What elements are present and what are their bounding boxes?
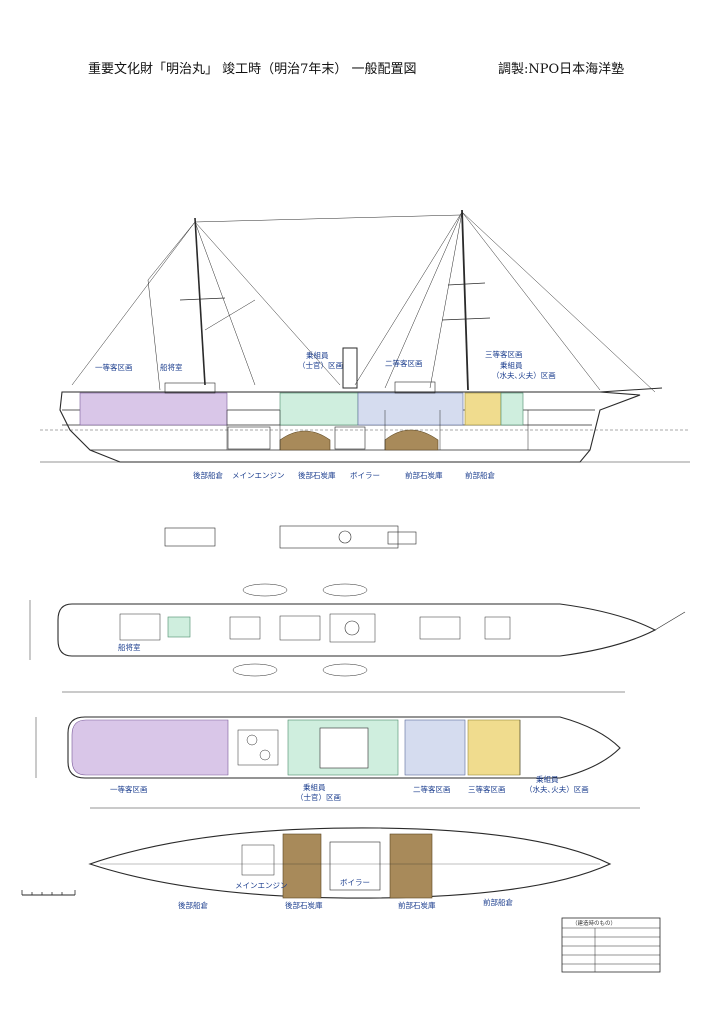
main-deck-labels: 一等客区画 乗組員 （士官）区画 二等客区画 三等客区画 乗組員 （水夫､火夫）… bbox=[110, 774, 589, 802]
label-crew-sailors-b: （水夫､火夫）区画 bbox=[492, 370, 556, 380]
label-hold-fwd-coal: 前部石炭庫 bbox=[398, 900, 436, 910]
scale-bar bbox=[21, 890, 76, 896]
label-aft-coal: 後部石炭庫 bbox=[298, 470, 336, 480]
label-hold-aft-hold: 後部船倉 bbox=[178, 900, 208, 910]
label-officer-room: 船将室 bbox=[160, 362, 183, 372]
label-crew-officers-a: 乗組員 bbox=[306, 350, 329, 360]
label-main-first-class: 一等客区画 bbox=[110, 784, 148, 794]
label-main-crew-sailors-a: 乗組員 bbox=[536, 774, 559, 784]
stamp-block bbox=[561, 917, 661, 973]
profile-labels: 一等客区画 船将室 乗組員 （士官）区画 二等客区画 三等客区画 乗組員 （水夫… bbox=[95, 349, 556, 480]
label-main-crew-officers-b: （士官）区画 bbox=[296, 792, 341, 802]
label-hold-main-engine: メインエンジン bbox=[235, 881, 288, 890]
label-upper-officer-room: 船将室 bbox=[118, 642, 141, 652]
deckhouse-plans bbox=[164, 525, 417, 549]
upper-deck-plan bbox=[29, 583, 686, 693]
hold-labels: メインエンジン ボイラー 後部船倉 後部石炭庫 前部石炭庫 前部船倉 bbox=[178, 878, 513, 910]
label-boiler: ボイラー bbox=[350, 471, 380, 480]
credit-text: 調製:NPO日本海洋塾 bbox=[498, 62, 625, 77]
label-hold-aft-coal: 後部石炭庫 bbox=[285, 900, 323, 910]
label-crew-officers-b: （士官）区画 bbox=[298, 360, 343, 370]
label-main-crew-officers-a: 乗組員 bbox=[303, 782, 326, 792]
label-main-third-class: 三等客区画 bbox=[468, 784, 506, 794]
mizzen-mast bbox=[194, 217, 206, 386]
main-deck-plan bbox=[35, 716, 621, 779]
funnel bbox=[342, 347, 358, 389]
page-title: 重要文化財「明治丸」 竣工時（明治7年末） 一般配置図 bbox=[88, 62, 417, 77]
label-fwd-hold: 前部船倉 bbox=[465, 470, 495, 480]
label-main-second-class: 二等客区画 bbox=[413, 784, 451, 794]
label-fwd-coal: 前部石炭庫 bbox=[405, 470, 443, 480]
label-main-engine: メインエンジン bbox=[232, 471, 285, 480]
label-second-class: 二等客区画 bbox=[385, 358, 423, 368]
label-hold-boiler: ボイラー bbox=[340, 878, 370, 887]
label-main-crew-sailors-b: （水夫､火夫）区画 bbox=[525, 784, 589, 794]
profile-view bbox=[40, 209, 690, 463]
fore-mast bbox=[461, 209, 469, 391]
label-hold-fwd-hold: 前部船倉 bbox=[483, 897, 513, 907]
label-aft-hold: 後部船倉 bbox=[193, 470, 223, 480]
label-third-class: 三等客区画 bbox=[485, 349, 523, 359]
stamp-heading: （建造時のもの） bbox=[572, 919, 616, 927]
label-first-class: 一等客区画 bbox=[95, 362, 133, 372]
label-crew-sailors-a: 乗組員 bbox=[500, 360, 523, 370]
hold-plan bbox=[88, 807, 640, 899]
